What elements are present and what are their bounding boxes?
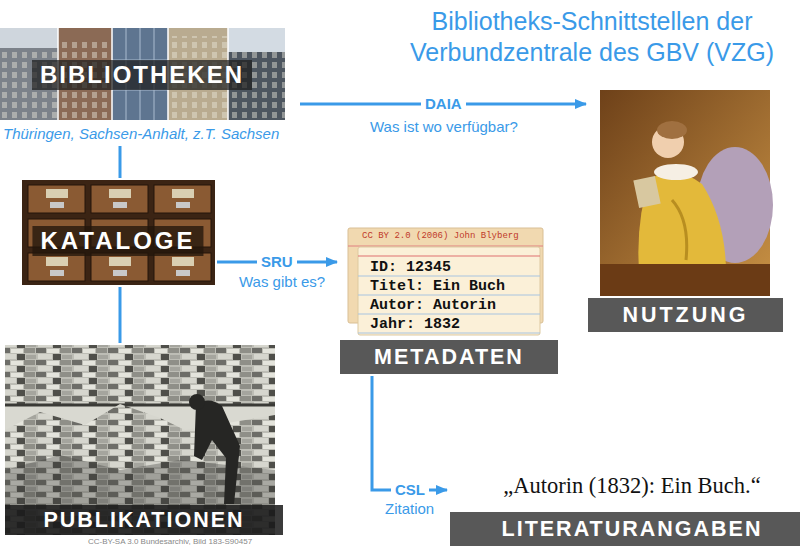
card-line: Autor: Autorin (370, 296, 496, 315)
card-catalog-photo-part (91, 253, 148, 281)
card-catalog-photo-part (109, 257, 131, 266)
interface-question: Was ist wo verfügbar? (370, 118, 518, 135)
card-catalog-photo-part (28, 253, 85, 281)
interface-arrow (372, 376, 447, 490)
card-catalog-photo-part (28, 185, 85, 213)
reading-girl-painting-part (672, 200, 687, 260)
book-stack-photo-part (5, 404, 275, 407)
book-stack-photo-part (5, 345, 275, 405)
reading-girl-painting-part (654, 164, 698, 180)
card-catalog-photo (22, 180, 215, 285)
reading-girl-painting-part (600, 264, 770, 296)
interface-name: SRU (257, 253, 297, 271)
node-title: BIBLIOTHEKEN (32, 60, 252, 90)
interface-name: CSL (391, 481, 429, 499)
diagram-title: Bibliotheks-Schnittstellen der Verbundze… (386, 6, 798, 68)
reading-girl-painting-part (657, 121, 687, 139)
card-catalog-photo-part (176, 270, 190, 276)
index-cards-part (348, 246, 543, 247)
library-node: BIBLIOTHEKEN Thüringen, Sachsen-Anhalt, z… (0, 28, 296, 144)
index-cards-part (358, 255, 540, 256)
card-line: ID: 12345 (370, 258, 451, 277)
card-catalog-photo-part (50, 202, 64, 208)
card-line: Titel: Ein Buch (370, 277, 505, 296)
interface-question: Was gibt es? (239, 273, 325, 290)
card-catalog-photo-part (154, 253, 211, 281)
node-title: LITERATURANGABEN (450, 512, 800, 546)
card-catalog-photo-part (172, 257, 194, 266)
region-note: Thüringen, Sachsen-Anhalt, z.T. Sachsen (3, 124, 279, 144)
index-cards (348, 228, 543, 335)
connector-line (119, 287, 122, 343)
usage-node: NUTZUNG (588, 90, 783, 332)
book-stack-photo-part (189, 394, 205, 410)
card-catalog-photo-part (22, 180, 215, 285)
interface-question: Zitation (385, 500, 434, 517)
card-catalog-photo-part (113, 202, 127, 208)
card-line: Jahr: 1832 (370, 315, 460, 334)
interface-name: DAIA (421, 95, 466, 113)
card-catalog-photo-part (113, 270, 127, 276)
node-title: KATALOGE (32, 226, 203, 256)
library-photos (0, 28, 285, 120)
node-title: NUTZUNG (588, 298, 783, 332)
card-catalog-photo-part (172, 189, 194, 198)
citation-node: „Autorin (1832): Ein Buch.“LITERATURANGA… (450, 462, 800, 546)
publication-node: PUBLIKATIONEN (5, 345, 283, 535)
metadata-node: ID: 12345Titel: Ein BuchAutor: AutorinJa… (340, 228, 558, 374)
index-cards-part (358, 247, 540, 335)
reading-girl-painting-part (633, 176, 660, 208)
card-catalog-photo-part (109, 189, 131, 198)
index-cards-part (358, 276, 540, 333)
card-catalog-photo-part (91, 185, 148, 213)
citation-example: „Autorin (1832): Ein Buch.“ (450, 462, 800, 510)
connector-line (119, 146, 122, 178)
card-catalog-photo-part (154, 185, 211, 213)
card-catalog-photo-part (176, 202, 190, 208)
reading-girl-painting (600, 90, 773, 296)
card-catalog-photo-part (50, 270, 64, 276)
node-title: METADATEN (340, 340, 558, 374)
book-stack-photo-part (194, 400, 240, 504)
library-photos-part (0, 28, 58, 48)
card-catalog-photo-part (46, 189, 68, 198)
image-credit: CC BY 2.0 (2006) John Blyberg (362, 231, 519, 241)
catalog-node: KATALOGE (22, 180, 215, 285)
node-title: PUBLIKATIONEN (5, 505, 283, 535)
card-catalog-photo-part (46, 257, 68, 266)
library-photos-part (0, 28, 285, 120)
image-credit: CC-BY-SA 3.0 Bundesarchiv, Bild 183-S904… (88, 537, 252, 546)
